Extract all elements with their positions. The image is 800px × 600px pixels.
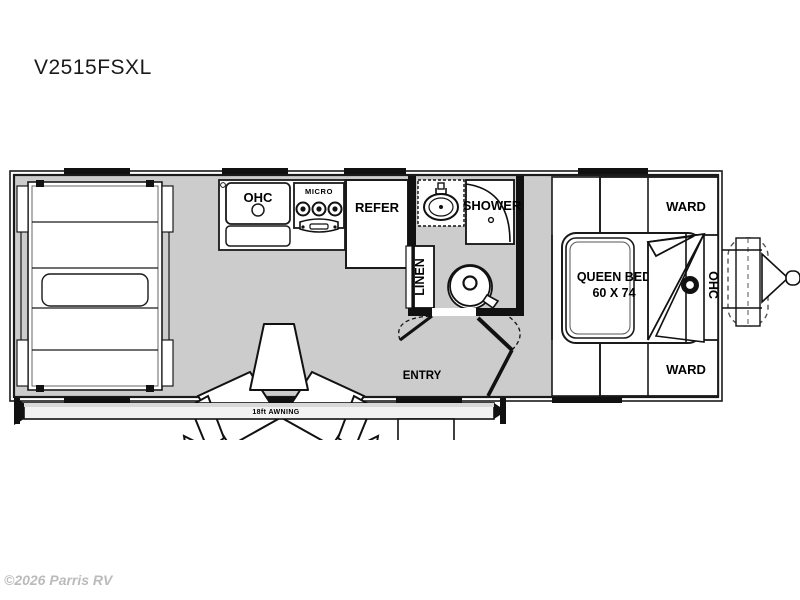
queen-bed: QUEEN BED 60 X 74: [561, 232, 706, 344]
entry-label: ENTRY: [403, 370, 442, 382]
exterior-windows-bottom: [64, 397, 622, 403]
bedroom-ohc-label: OHC: [706, 271, 720, 299]
awning: 18ft AWNING: [14, 397, 506, 425]
kitchen-sink: [251, 203, 265, 217]
linen-closet: LINEN: [405, 245, 435, 309]
refrigerator: REFER: [345, 179, 409, 269]
shower-label: SHOWER: [463, 198, 522, 213]
bathroom-lavatory: [423, 182, 459, 221]
a-frame-hitch: [722, 249, 800, 309]
queen-bed-size-label: 60 X 74: [592, 286, 635, 300]
floorplan-svg: OHC MICRO REFER: [9, 168, 800, 440]
refrigerator-label: REFER: [355, 200, 400, 215]
kitchen-ohc-label: OHC: [244, 190, 274, 205]
living-area: [182, 323, 380, 440]
floorplan-drawing: OHC MICRO REFER: [0, 150, 800, 440]
copyright-notice: ©2026 Parris RV: [4, 572, 113, 588]
stove-3-burner: [295, 201, 343, 233]
exterior-windows-top: [64, 168, 648, 174]
wardrobe-bottom-label: WARD: [666, 362, 706, 377]
queen-bed-label: QUEEN BED: [577, 270, 651, 284]
front-cargo-bed-area: [16, 180, 174, 392]
side-table: [249, 323, 309, 391]
entry-door[interactable]: [476, 315, 521, 397]
bedroom-ohc: OHC: [681, 271, 720, 299]
bedroom: WARD WARD QUEEN BED 60 X 74 OHC: [551, 176, 720, 397]
linen-label: LINEN: [413, 258, 427, 296]
bathroom-door-swing: [398, 314, 433, 342]
microwave-label: MICRO: [305, 187, 333, 196]
wardrobe-top-label: WARD: [666, 199, 706, 214]
shower-stall: [465, 179, 515, 245]
awning-label: 18ft AWNING: [252, 409, 299, 416]
page-title: V2515FSXL: [34, 56, 152, 79]
kitchen: OHC MICRO: [218, 179, 346, 251]
entry-step: [397, 418, 455, 440]
bathroom: SHOWER LINEN: [398, 176, 524, 342]
